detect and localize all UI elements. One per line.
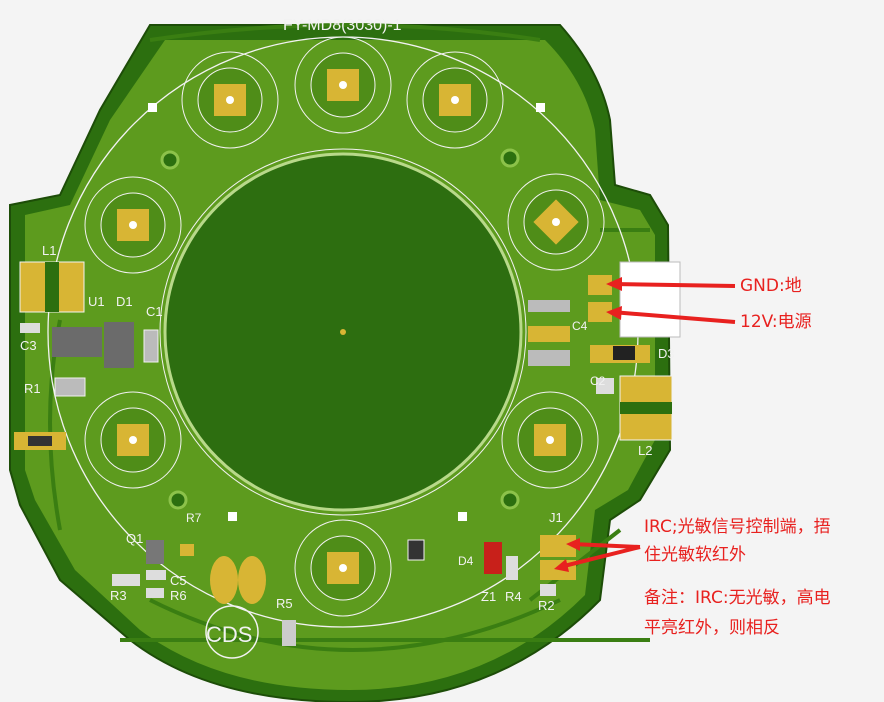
led-1 bbox=[181, 51, 279, 149]
vias bbox=[160, 148, 520, 510]
led-4 bbox=[507, 173, 605, 271]
res-R6 bbox=[146, 588, 164, 598]
label-D3: D3 bbox=[658, 346, 675, 361]
res-R7 bbox=[180, 544, 194, 556]
label-C5: C5 bbox=[170, 573, 187, 588]
zener-Z1 bbox=[484, 542, 502, 574]
photoresistor bbox=[210, 556, 266, 604]
res-R2 bbox=[540, 584, 556, 596]
led-2 bbox=[294, 36, 392, 134]
cap-C2 bbox=[596, 378, 614, 394]
label-R1: R1 bbox=[24, 381, 41, 396]
label-D1: D1 bbox=[116, 294, 133, 309]
ic-U1 bbox=[52, 322, 134, 368]
inductor-L1 bbox=[19, 261, 85, 313]
cap-C1 bbox=[143, 329, 159, 363]
label-J1: J1 bbox=[549, 510, 563, 525]
label-Z1: Z1 bbox=[481, 589, 496, 604]
caps-right bbox=[528, 300, 570, 366]
led-5 bbox=[501, 391, 599, 489]
label-R2: R2 bbox=[538, 598, 555, 613]
label-C2: C2 bbox=[590, 374, 606, 388]
led-7 bbox=[84, 391, 182, 489]
res-R4 bbox=[506, 556, 518, 580]
cap-C3 bbox=[20, 323, 40, 333]
cds-logo: CDS bbox=[206, 622, 252, 647]
led-6 bbox=[294, 519, 392, 617]
led-8 bbox=[84, 176, 182, 274]
diode-D4 bbox=[407, 539, 425, 561]
label-R5: R5 bbox=[276, 596, 293, 611]
cds-logo-ring bbox=[205, 605, 259, 659]
annotation-note-line2: 平亮红外，则相反 bbox=[644, 618, 780, 638]
led-ring bbox=[84, 36, 605, 617]
label-C1: C1 bbox=[146, 304, 163, 319]
label-C3: C3 bbox=[20, 338, 37, 353]
inductor-L2 bbox=[619, 375, 673, 441]
annotation-note-line1: 备注：IRC:无光敏，高电 bbox=[644, 588, 831, 608]
board-title: FY-MD8(3030)-1 bbox=[283, 17, 402, 34]
annotation-12v: 12V:电源 bbox=[740, 312, 812, 332]
annotation-irc-line1: IRC;光敏信号控制端，捂 bbox=[644, 517, 831, 537]
label-R7: R7 bbox=[186, 511, 202, 525]
label-D4: D4 bbox=[458, 554, 474, 568]
transistor-Q1 bbox=[146, 540, 164, 564]
annotation-irc-line2: 住光敏软红外 bbox=[644, 545, 746, 565]
label-R3: R3 bbox=[110, 588, 127, 603]
label-C4: C4 bbox=[572, 319, 588, 333]
annotation-arrows bbox=[559, 282, 736, 569]
label-Q1: Q1 bbox=[126, 531, 143, 546]
label-U1: U1 bbox=[88, 294, 105, 309]
res-R1 bbox=[54, 377, 86, 397]
cap-C5 bbox=[146, 570, 166, 580]
label-R4: R4 bbox=[505, 589, 522, 604]
label-L2: L2 bbox=[638, 443, 652, 458]
led-3 bbox=[406, 51, 504, 149]
label-L1: L1 bbox=[42, 243, 56, 258]
res-R3 bbox=[112, 574, 140, 586]
connector-J2 bbox=[588, 261, 681, 338]
annotation-gnd: GND:地 bbox=[740, 276, 802, 296]
res-R5 bbox=[282, 620, 296, 646]
diode-D3 bbox=[590, 345, 650, 363]
label-R6: R6 bbox=[170, 588, 187, 603]
